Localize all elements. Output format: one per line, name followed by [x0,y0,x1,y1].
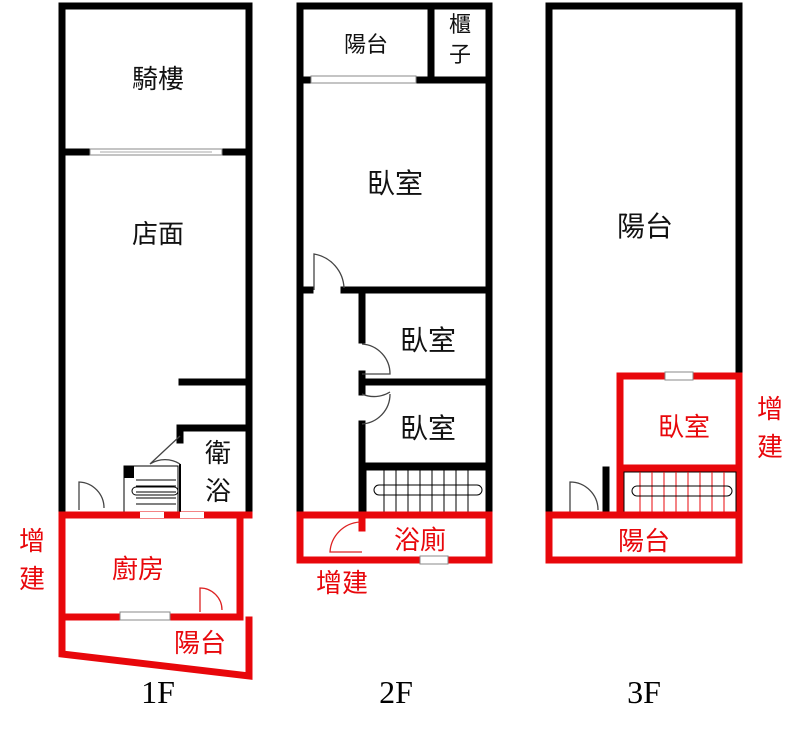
window-kitchen [119,611,171,621]
staircase-3f [623,471,737,513]
door-2f-bedroom-main [313,253,345,290]
addition-label-1f-2: 建 [19,565,45,595]
door-3f-rear [569,481,599,512]
window-2f-balcony [310,75,417,84]
room-3f-balcony-addition: 陽台 [618,527,670,557]
floor-3f-plan: 陽台 臥室 陽台 增 建 3F [545,2,783,710]
floor-2f-plan: 陽台 櫃 子 臥室 臥室 臥室 浴廁 增建 2F [296,2,493,710]
room-2f-bedroom-2: 臥室 [400,324,456,357]
floor-1f-plan: 騎樓 店面 衛 浴 廚房 陽台 增 建 1F [19,2,253,710]
floor-label-1f: 1F [141,674,175,710]
room-2f-balcony: 陽台 [344,33,388,58]
addition-label-3f-2: 建 [757,433,783,463]
room-arcade: 騎樓 [132,65,184,95]
window-3f-bedroom [664,371,694,381]
room-3f-balcony-main: 陽台 [617,210,673,243]
door-2f-bathroom [329,521,362,553]
room-2f-cabinet-2: 子 [449,43,471,68]
room-2f-bedroom-main: 臥室 [367,167,423,200]
floor-label-3f: 3F [627,674,661,710]
room-bathroom-1: 衛 [205,439,231,469]
door-bathroom [149,435,181,465]
window-2f-bathroom [419,555,449,565]
door-rear-1f [78,481,105,510]
room-3f-bedroom: 臥室 [658,413,710,443]
floor-label-2f: 2F [379,674,413,710]
room-2f-bathroom: 浴廁 [394,526,446,556]
addition-label-3f-1: 增 [757,395,783,425]
room-bathroom-2: 浴 [205,477,231,507]
addition-label-1f-1: 增 [19,527,45,557]
room-shop: 店面 [132,220,184,250]
door-2f-bedroom-2 [361,343,391,375]
room-2f-cabinet-1: 櫃 [449,13,471,38]
room-balcony-1f: 陽台 [174,629,226,659]
room-kitchen: 廚房 [112,555,164,585]
room-2f-bedroom-3: 臥室 [400,412,456,445]
door-2f-bedroom-3 [361,391,391,425]
door-balcony-1f [199,587,223,612]
addition-label-2f: 增建 [316,569,368,599]
